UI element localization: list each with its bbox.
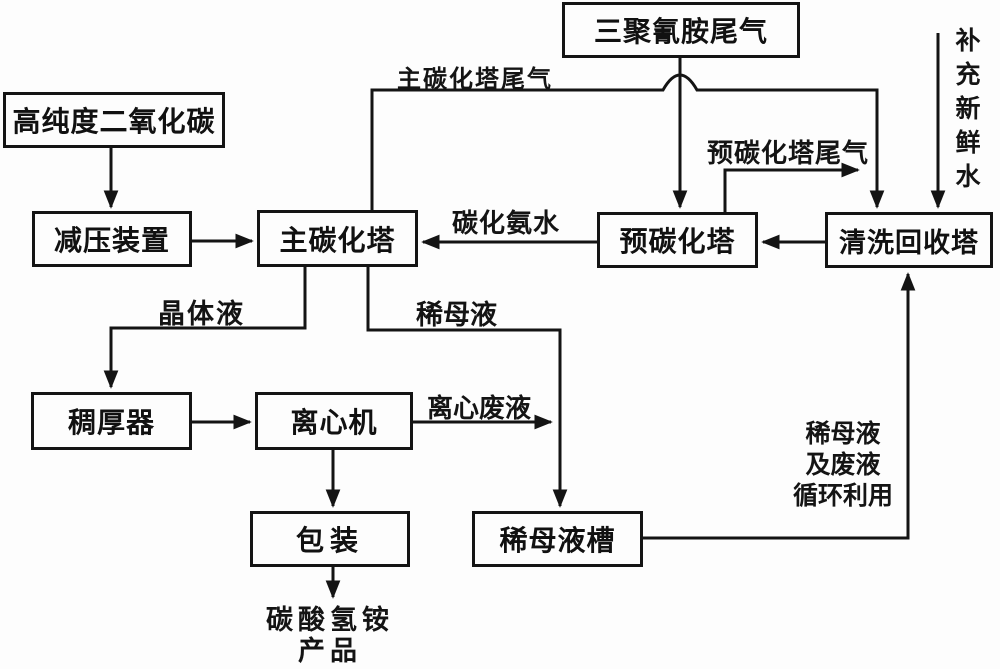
label-dilute-mother-liquor: 稀母液 xyxy=(416,300,497,331)
node-decompression-device: 减压装置 xyxy=(32,211,192,267)
edge-maintower-to-thickener xyxy=(103,267,307,389)
node-packaging: 包装 xyxy=(250,511,410,567)
label-centrifuge-waste-liquid: 离心废液 xyxy=(427,394,532,424)
node-dilute-mother-liquor-tank: 稀母液槽 xyxy=(472,511,643,567)
node-melamine-tail-gas: 三聚氰胺尾气 xyxy=(562,2,800,58)
label-pre-tower-tail-gas: 预碳化塔尾气 xyxy=(707,139,870,169)
label-recycle-note: 稀母液 及废液 循环利用 xyxy=(792,419,893,510)
label-carbonized-ammonia-water: 碳化氨水 xyxy=(452,209,561,239)
label-main-tower-tail-gas: 主碳化塔尾气 xyxy=(397,65,553,93)
edge-mothertank-recycle-to-washtower xyxy=(643,272,916,540)
label-crystal-liquid: 晶体液 xyxy=(158,299,245,330)
label-ammonium-bicarbonate-product: 碳酸氢铵 产品 xyxy=(266,605,394,667)
node-washing-recovery-tower: 清洗回收塔 xyxy=(825,212,993,268)
edge-maintower-to-mothertank xyxy=(366,267,568,508)
edge-pretower-tailgas-to-washtower xyxy=(723,162,860,212)
node-main-carbonization-tower: 主碳化塔 xyxy=(257,210,418,267)
node-centrifuge: 离心机 xyxy=(255,392,413,450)
node-high-purity-co2: 高纯度二氧化碳 xyxy=(3,92,225,148)
node-thickener: 稠厚器 xyxy=(31,392,192,450)
label-supplementary-fresh-water: 补充新鲜水 xyxy=(952,27,981,197)
edge-maintower-tailgas-to-washtower xyxy=(370,73,885,210)
node-pre-carbonization-tower: 预碳化塔 xyxy=(597,212,758,268)
